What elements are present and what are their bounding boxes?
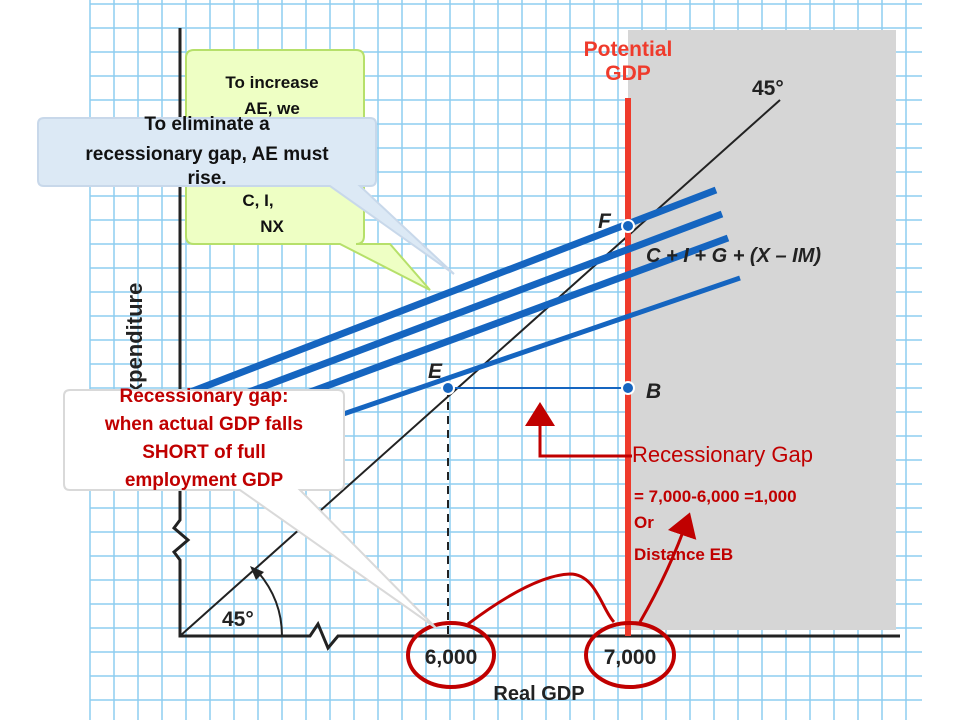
callout-eliminate-line-1: To eliminate a — [144, 114, 270, 135]
circle-6000 — [406, 621, 496, 689]
callout-increase-line-4: NX — [260, 217, 284, 236]
callout-increase-line-1: To increase — [225, 73, 318, 92]
ae-line — [178, 210, 724, 422]
circle-7000 — [584, 621, 676, 689]
point-e-marker — [441, 381, 455, 395]
callout-eliminate-line-3: rise. — [187, 168, 226, 189]
point-f-label: F — [598, 210, 612, 233]
callout-recession-line-3: SHORT of full — [142, 442, 265, 463]
arrow-to-gap-text — [638, 512, 697, 623]
connector-curve — [467, 572, 616, 626]
point-e-label: E — [428, 360, 443, 383]
gap-line-1: = 7,000-6,000 =1,000 — [634, 487, 797, 506]
callout-recession-line-4: employment GDP — [125, 470, 284, 491]
callout-eliminate-gap: To eliminate a recessionary gap, AE must… — [37, 114, 455, 275]
callout-recession-definition: Recessionary gap: when actual GDP falls … — [63, 386, 437, 629]
angle-arrowhead — [250, 566, 264, 580]
callout-increase-line-2: AE, we — [244, 99, 300, 118]
potential-gdp-label-2: GDP — [605, 62, 651, 85]
angle-arc — [257, 571, 283, 637]
gap-title: Recessionary Gap — [632, 442, 813, 467]
ae-curve-label: C + I + G + (X – IM) — [646, 245, 821, 267]
arrow-to-eb — [525, 402, 632, 458]
point-f-marker — [621, 219, 635, 233]
tick-7000: 7,000 — [604, 646, 657, 669]
point-b-label: B — [646, 380, 661, 403]
gap-line-3: Distance EB — [634, 545, 733, 564]
callout-recession-line-2: when actual GDP falls — [104, 414, 303, 435]
angle-label-top: 45° — [752, 77, 784, 100]
callout-recession-line-1: Recessionary gap: — [120, 386, 289, 407]
axes — [171, 28, 900, 651]
point-b-marker — [621, 381, 635, 395]
shaded-region — [628, 30, 896, 630]
potential-gdp-label-1: Potential — [584, 38, 673, 61]
tick-6000: 6,000 — [425, 646, 478, 669]
gap-line-2: Or — [634, 513, 654, 532]
angle-label-bottom: 45° — [222, 608, 254, 631]
callout-increase-line-3: C, I, — [242, 191, 273, 210]
x-axis-label: Real GDP — [493, 683, 584, 705]
callout-eliminate-line-2: recessionary gap, AE must — [85, 144, 329, 165]
